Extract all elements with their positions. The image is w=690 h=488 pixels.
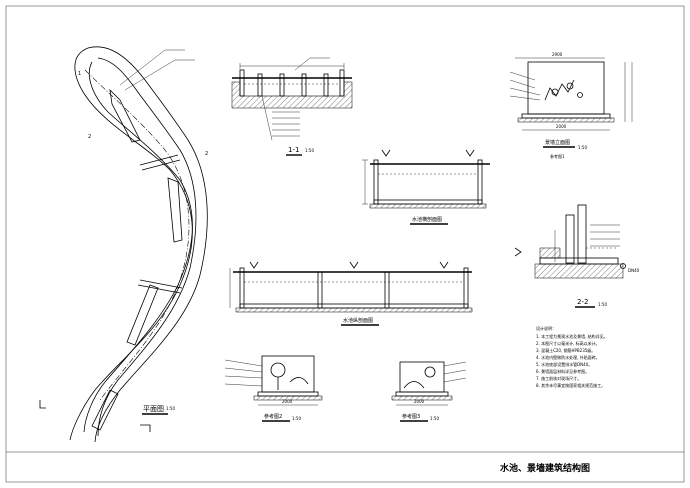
note-8: 8. 其余未尽事宜按国家相关规范施工。 (536, 382, 605, 388)
plan-marker-1: 1 (78, 71, 81, 77)
long-section-title: 水池纵剖面图 (343, 317, 373, 324)
section-1-1-title: 1-1 (288, 146, 299, 154)
design-notes: 设计说明： 1. 本工程为景观水池及景墙, 结构详见。 2. 本图尺寸以毫米计,… (536, 325, 608, 388)
section-2-2: DN40 2-2 1:50 (514, 204, 640, 308)
plan-scale: 1:50 (166, 406, 175, 411)
pipe-label: DN40 (628, 268, 640, 273)
section-1-1-scale: 1:50 (305, 148, 314, 153)
cross-section: 水池横剖面图 (362, 149, 490, 225)
plan-title: 平面图 (143, 405, 164, 413)
note-6: 6. 景墙面层材料详见参考图。 (536, 368, 589, 374)
long-section: 水池纵剖面图 (229, 261, 473, 326)
note-5: 5. 水池底部设置排水管DN40。 (536, 361, 592, 367)
plan-marker-2b: 2 (205, 151, 208, 157)
note-3: 3. 混凝土C20, 钢筋HPB235级。 (536, 347, 595, 353)
plan-marker-2a: 2 (88, 134, 91, 140)
ref3-scale: 1:50 (430, 416, 439, 421)
note-2: 2. 本图尺寸以毫米计, 标高以米计。 (536, 340, 600, 346)
note-4: 4. 水池内壁做防水处理, 外贴面砖。 (536, 354, 600, 360)
ref3-title: 参考图3 (402, 413, 420, 420)
note-1: 1. 本工程为景观水池及景墙, 结构详见。 (536, 333, 608, 339)
wall-elevation-title: 景墙立面图 (545, 139, 570, 146)
wall-top-dim: 2900 (552, 52, 563, 57)
ref2-dim: 2000 (282, 399, 293, 404)
section-1-1: 1-1 1:50 (231, 57, 353, 156)
ref3-dim: 2000 (414, 399, 425, 404)
notes-heading: 设计说明： (536, 325, 556, 331)
ref2-scale: 1:50 (292, 416, 301, 421)
ref2-title: 参考图2 (264, 413, 282, 420)
section-2-2-title: 2-2 (577, 298, 588, 306)
wall-elevation: 2900 2000 景墙立面图 参考图1 1:50 (509, 52, 633, 159)
wall-bottom-dim: 2000 (556, 124, 567, 129)
section-2-2-scale: 1:50 (598, 302, 607, 307)
plan-view: 1 2 2 平面图 1:50 (39, 46, 208, 443)
wall-elevation-scale: 1:50 (578, 145, 587, 150)
cross-section-title: 水池横剖面图 (412, 216, 442, 223)
sheet-border (5, 5, 685, 483)
reference-3: 2000 参考图3 1:50 (391, 361, 467, 422)
note-7: 7. 施工前核对现场尺寸。 (536, 375, 581, 381)
sheet-title: 水池、景墙建筑结构图 (500, 462, 590, 474)
ref1-title: 参考图1 (550, 153, 565, 159)
reference-2: 2000 参考图2 1:50 (224, 355, 323, 422)
